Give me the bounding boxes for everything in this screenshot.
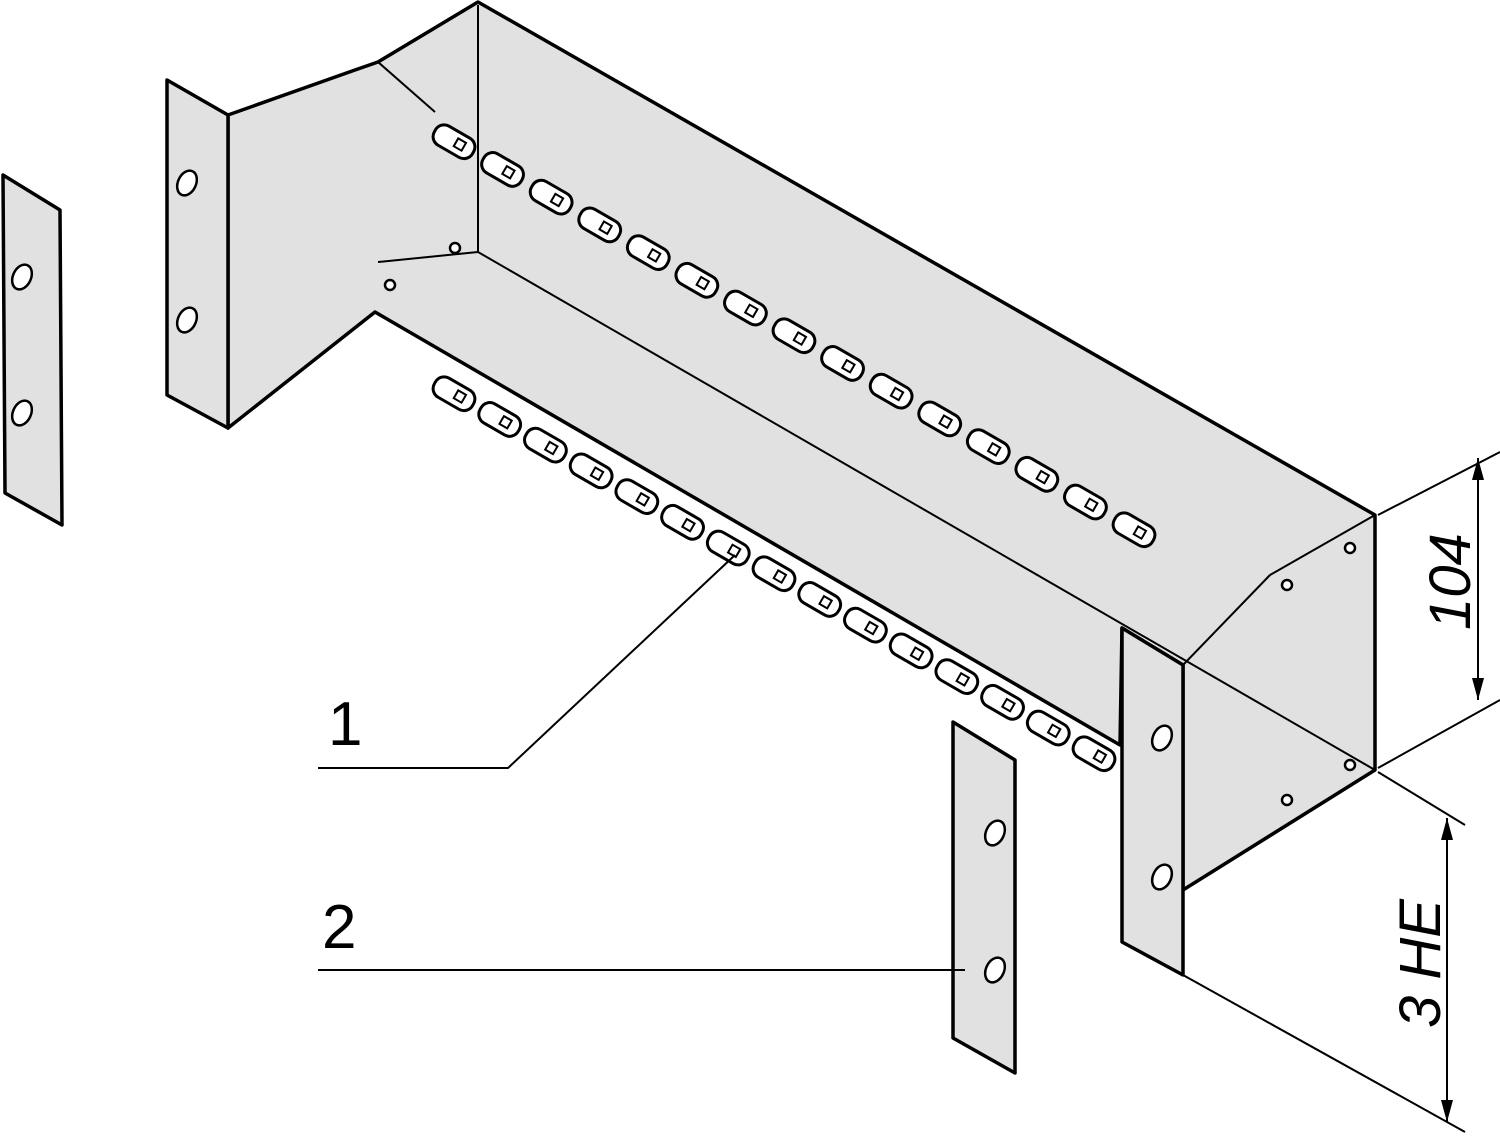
cable-slot <box>431 123 477 161</box>
mounting-hole <box>1343 541 1357 555</box>
mounting-hole <box>448 241 462 255</box>
cable-slot <box>614 478 660 515</box>
cable-slot <box>751 555 797 593</box>
right-mounting-flange <box>1120 626 1185 977</box>
cable-slot <box>888 632 934 670</box>
cable-slot <box>477 401 523 438</box>
callout-1: 1 <box>328 690 362 759</box>
dimension-104: 104 <box>1377 451 1500 769</box>
cable-slot <box>431 375 477 413</box>
cable-slot <box>528 178 574 216</box>
spacer-plate-left <box>1 173 64 527</box>
left-mounting-flange <box>165 78 230 430</box>
mounting-hole <box>1343 758 1357 772</box>
cable-slot <box>843 606 888 644</box>
cable-slot <box>1071 735 1117 773</box>
cable-slot <box>1063 483 1108 521</box>
mounting-hole <box>383 278 397 292</box>
cable-slot <box>523 426 568 464</box>
cable-slot <box>660 503 705 541</box>
cable-slots-lower-row <box>431 375 1117 773</box>
leader-line-1 <box>318 554 736 769</box>
cable-slots-upper-row <box>431 123 1157 549</box>
cable-slot <box>797 581 843 618</box>
cable-slot <box>577 206 623 244</box>
spacer-plate-2 <box>951 720 1017 1075</box>
cable-slot <box>868 372 914 410</box>
dimension-3he-label: 3 HE <box>1388 898 1453 1028</box>
callout-2: 2 <box>322 893 356 962</box>
cable-slot <box>674 261 720 299</box>
cable-slot <box>480 151 525 188</box>
cable-slot <box>820 345 865 382</box>
cable-slot <box>568 452 614 490</box>
dimension-3he: 3 HE <box>1182 771 1466 1133</box>
cable-slot <box>625 234 671 271</box>
mounting-hole <box>1280 578 1294 592</box>
cable-slot <box>771 317 817 355</box>
cable-slot <box>965 428 1011 465</box>
cable-tray-body <box>226 0 1377 892</box>
cable-slot <box>705 529 751 567</box>
cable-slot <box>1025 709 1071 747</box>
cable-slot <box>723 289 768 327</box>
cable-slot <box>980 683 1025 721</box>
cable-slot <box>1111 511 1157 549</box>
cable-slot <box>1014 455 1060 493</box>
mounting-hole <box>1280 793 1294 807</box>
dimension-104-label: 104 <box>1418 533 1483 630</box>
cable-slot <box>934 658 980 695</box>
cable-slot <box>917 400 963 438</box>
